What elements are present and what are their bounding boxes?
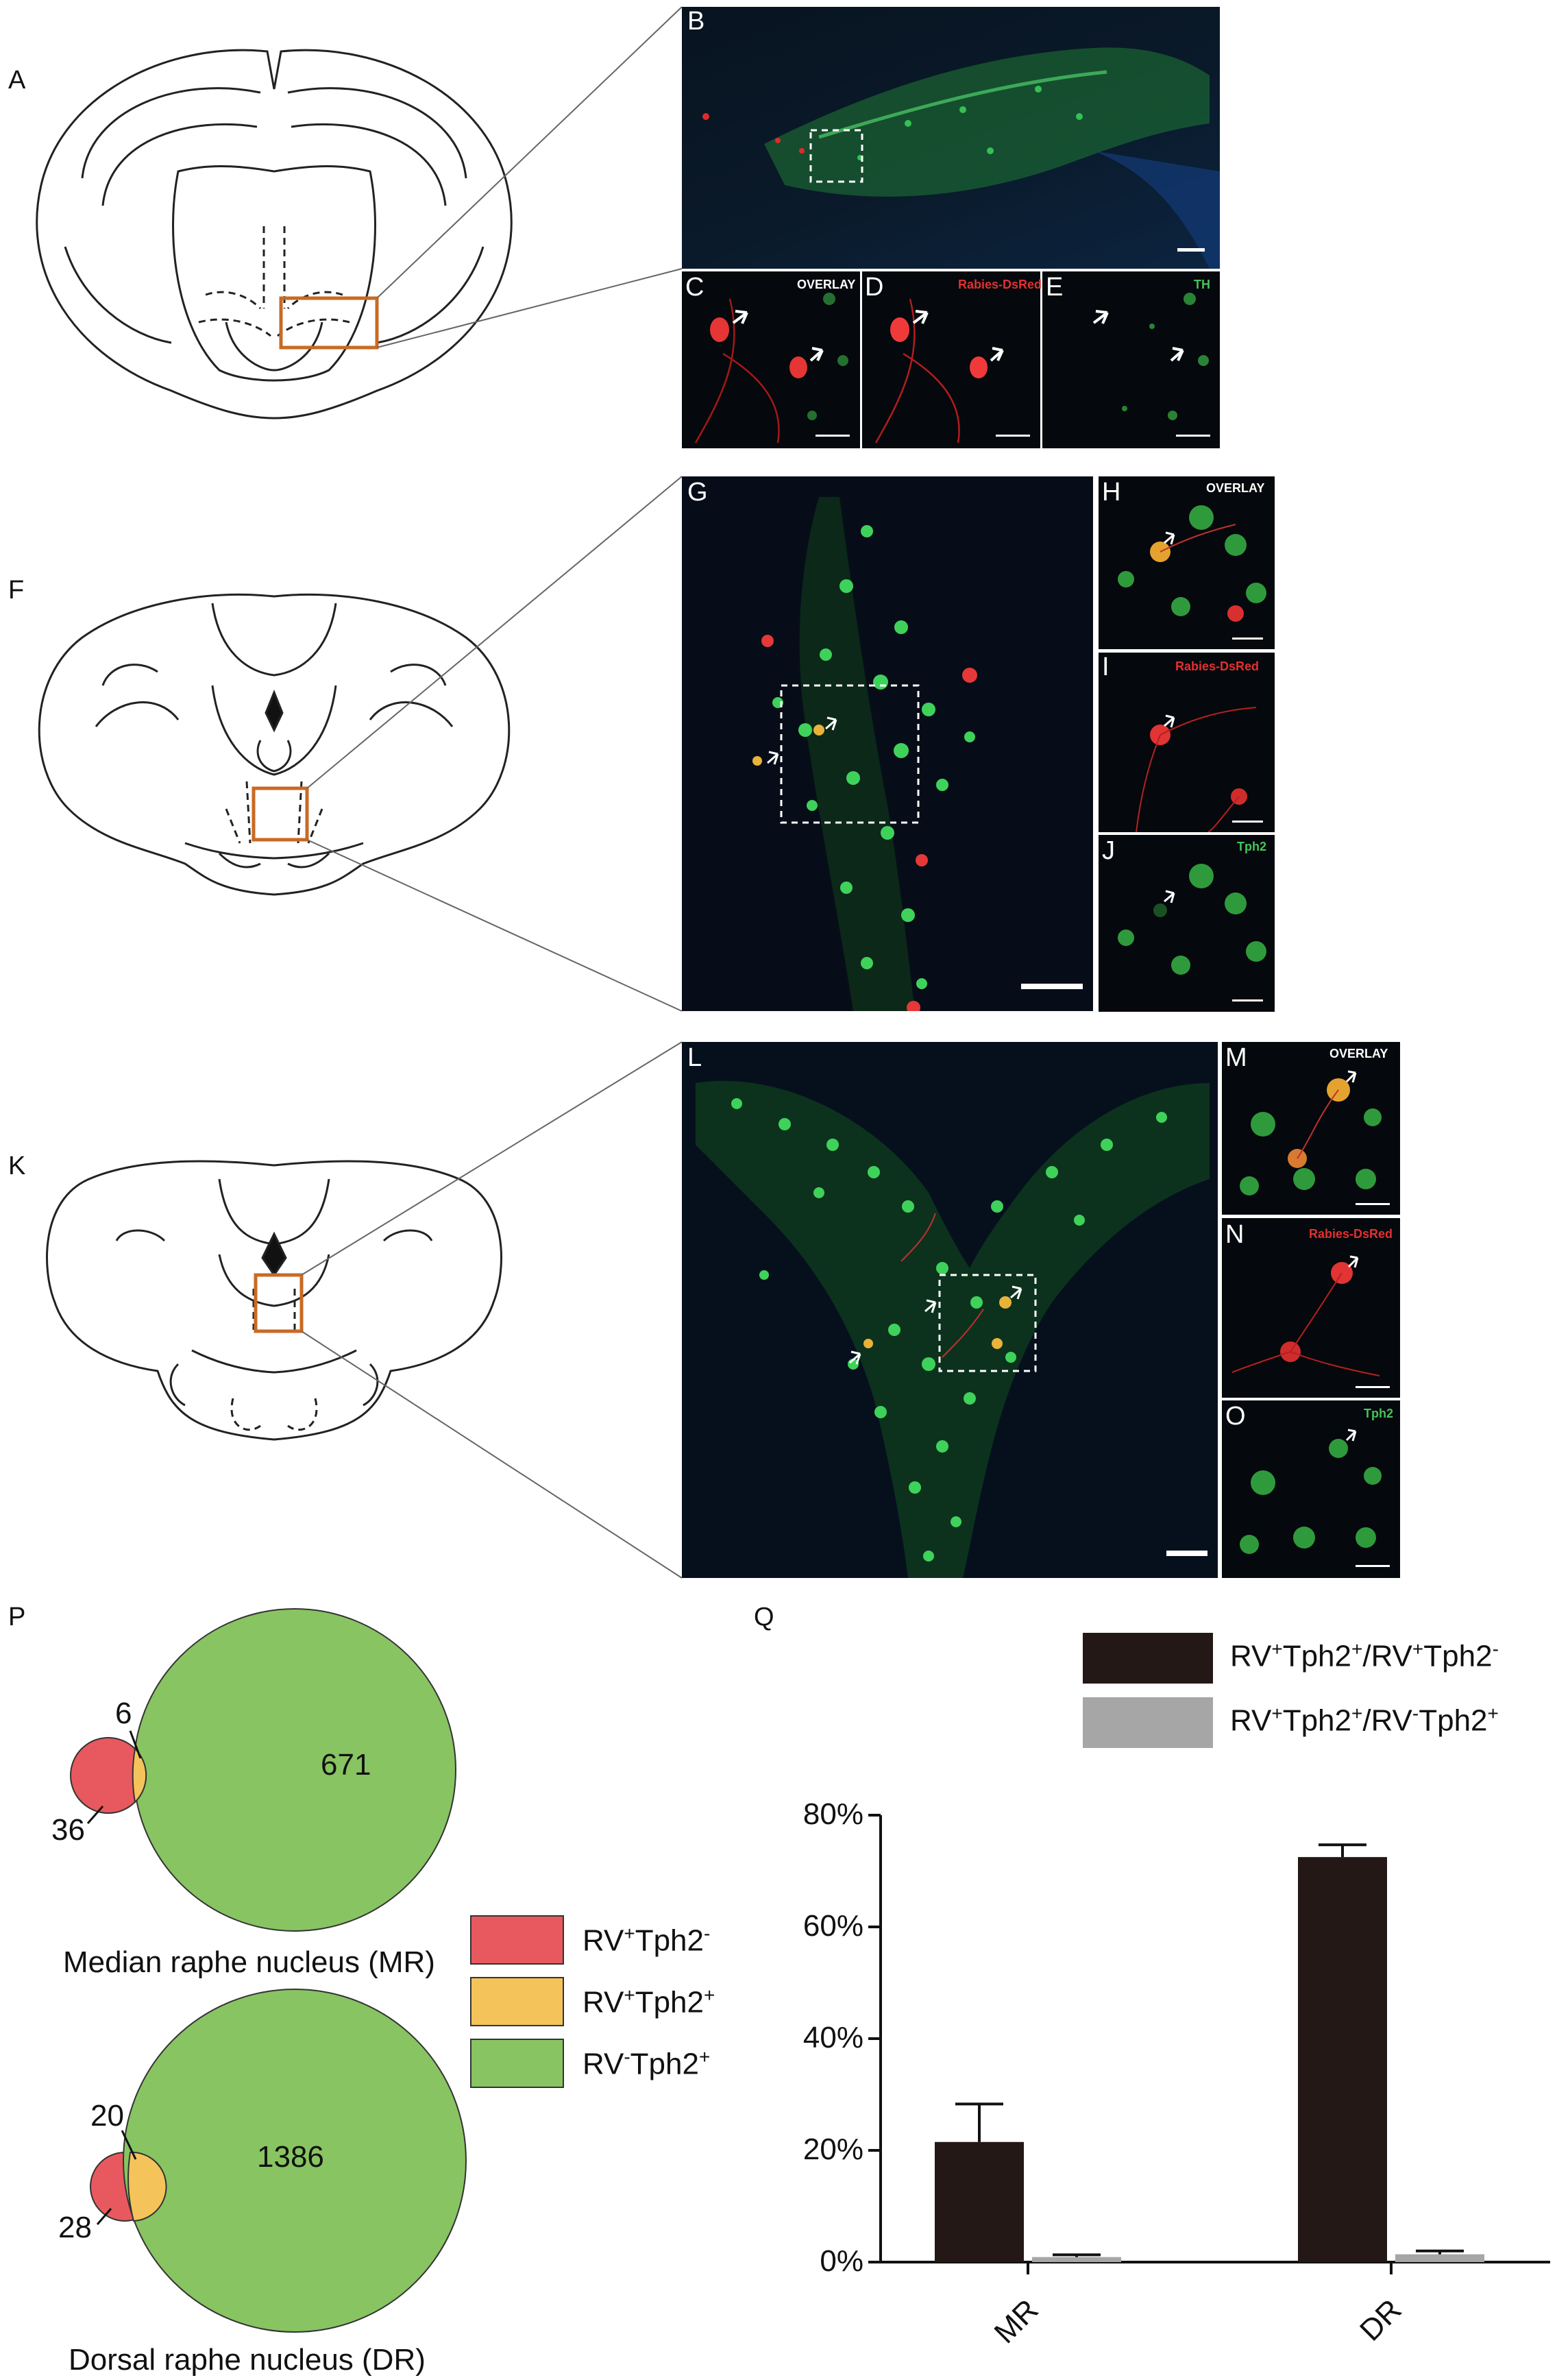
venn-mr-red-count: 36 xyxy=(51,1813,85,1847)
scale-bar-n xyxy=(1356,1386,1390,1388)
region-box-k xyxy=(254,1273,304,1333)
tag-n-rabies: Rabies-DsRed xyxy=(1309,1227,1393,1241)
venn-dr-overlap xyxy=(127,2151,167,2222)
micrograph-i xyxy=(1099,653,1275,832)
region-box-a xyxy=(279,296,379,350)
venn-dr-red-count: 28 xyxy=(58,2211,92,2244)
panel-letter-d: D xyxy=(865,273,884,302)
y-tick-label: 20% xyxy=(802,2133,863,2166)
x-category-label: MR xyxy=(988,2293,1045,2351)
scale-bar-c xyxy=(816,435,850,437)
panel-letter-j: J xyxy=(1102,836,1115,865)
venn-legend-red: RV+Tph2- xyxy=(583,1923,711,1958)
atlas-k-outline xyxy=(46,1160,502,1441)
micrograph-c xyxy=(682,271,860,448)
panel-letter-e: E xyxy=(1046,273,1064,302)
panel-letter-o: O xyxy=(1225,1402,1246,1431)
scale-bar-d xyxy=(996,435,1030,437)
bar xyxy=(935,2141,1024,2262)
scale-bar-o xyxy=(1356,1565,1390,1567)
micrograph-o xyxy=(1222,1400,1400,1578)
venn-mr-overlap xyxy=(132,1747,147,1804)
chart-legend-series-2: RV+Tph2+/RV-Tph2+ xyxy=(1230,1703,1499,1738)
chart-legend-series-1: RV+Tph2+/RV+Tph2- xyxy=(1230,1638,1499,1673)
venn-mr-overlap-count: 6 xyxy=(115,1697,132,1730)
micrograph-e xyxy=(1042,271,1220,448)
venn-mr-red-circle xyxy=(70,1737,147,1814)
scale-bar-l xyxy=(1166,1551,1207,1556)
region-box-f xyxy=(252,786,309,842)
panel-letter-p: P xyxy=(8,1603,26,1631)
venn-dr-red-circle xyxy=(90,2152,160,2222)
tag-m-overlay: OVERLAY xyxy=(1329,1047,1388,1060)
x-category-label: DR xyxy=(1353,2293,1408,2348)
panel-letter-l: L xyxy=(687,1043,702,1072)
venn-mr-green-count: 671 xyxy=(321,1748,371,1782)
scale-bar-g xyxy=(1021,984,1083,989)
panel-letter-n: N xyxy=(1225,1220,1245,1249)
micrograph-n xyxy=(1222,1218,1400,1398)
tag-h-overlay: OVERLAY xyxy=(1206,481,1265,495)
scale-bar-m xyxy=(1356,1203,1390,1205)
tag-j-tph2: Tph2 xyxy=(1237,840,1266,853)
micrograph-g xyxy=(682,476,1093,1011)
y-tick-label: 80% xyxy=(802,1797,863,1831)
panel-letter-b: B xyxy=(687,7,705,36)
scale-bar-h xyxy=(1232,638,1263,640)
venn-legend-yellow: RV+Tph2+ xyxy=(583,1984,715,2019)
scale-bar-i xyxy=(1232,821,1263,823)
tag-c-overlay: OVERLAY xyxy=(797,278,856,291)
micrograph-l xyxy=(682,1042,1218,1578)
micrograph-j xyxy=(1099,835,1275,1012)
scale-bar-b xyxy=(1177,248,1205,252)
tag-i-rabies: Rabies-DsRed xyxy=(1175,659,1260,673)
venn-dr-title: Dorsal raphe nucleus (DR) xyxy=(69,2343,426,2377)
micrograph-d xyxy=(862,271,1040,448)
panel-letter-h: H xyxy=(1102,478,1121,507)
y-tick-label: 0% xyxy=(820,2244,863,2278)
panel-letter-c: C xyxy=(685,273,704,302)
venn-mr-green-circle xyxy=(133,1608,456,1932)
tag-d-rabies: Rabies-DsRed xyxy=(958,278,1042,291)
y-tick-label: 40% xyxy=(802,2021,863,2054)
tag-o-tph2: Tph2 xyxy=(1364,1407,1393,1420)
panel-letter-g: G xyxy=(687,478,708,507)
atlas-f-outline xyxy=(38,594,511,896)
venn-dr-green-count: 1386 xyxy=(257,2140,324,2174)
bar xyxy=(1032,2257,1121,2262)
venn-legend-green: RV-Tph2+ xyxy=(583,2046,711,2081)
panel-letter-f: F xyxy=(8,576,25,605)
scale-bar-e xyxy=(1176,435,1210,437)
y-tick-label: 60% xyxy=(802,1909,863,1943)
panel-letter-a: A xyxy=(8,66,26,95)
micrograph-b xyxy=(682,7,1220,269)
micrograph-m xyxy=(1222,1042,1400,1215)
panel-letter-m: M xyxy=(1225,1043,1247,1072)
bar xyxy=(1395,2254,1484,2262)
panel-letter-i: I xyxy=(1102,653,1109,681)
brain-atlas-schematics xyxy=(36,6,683,1579)
atlas-a-outline xyxy=(36,49,513,420)
tag-e-th: TH xyxy=(1194,278,1210,291)
micrograph-h xyxy=(1099,476,1275,649)
scale-bar-j xyxy=(1232,999,1263,1001)
venn-dr-overlap-count: 20 xyxy=(90,2099,124,2133)
panel-letter-q: Q xyxy=(754,1603,774,1631)
venn-mr-title: Median raphe nucleus (MR) xyxy=(63,1945,435,1979)
panel-letter-k: K xyxy=(8,1152,26,1180)
bar xyxy=(1298,1857,1387,2262)
